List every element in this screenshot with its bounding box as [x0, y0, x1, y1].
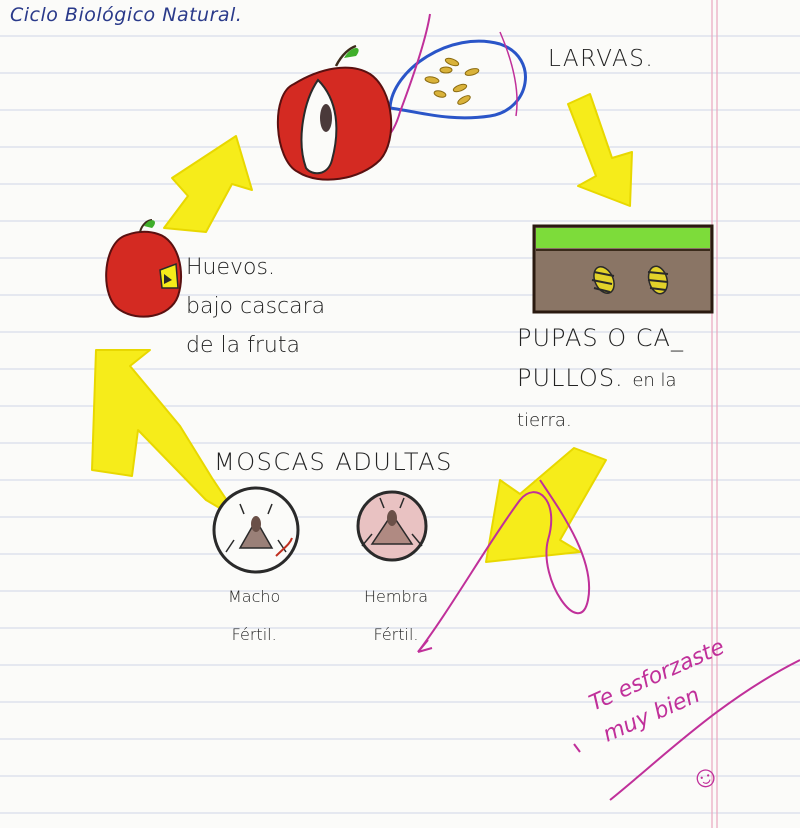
label-huevos-line1: Huevos.: [186, 255, 275, 280]
label-larvas: LARVAS.: [548, 46, 655, 72]
apple-egg-icon: [105, 219, 183, 318]
label-moscas-adultas: MOSCAS ADULTAS: [214, 448, 453, 476]
label-macho-line2: Fértil.: [231, 625, 277, 644]
fly-female-icon: [356, 490, 428, 562]
label-pupas-line1: PUPAS O CA_: [517, 324, 684, 352]
teacher-scribbles: [417, 479, 800, 801]
label-pupas-line2-tail: en la: [632, 370, 677, 391]
label-macho-line1: Macho: [228, 587, 281, 606]
label-hembra-line2: Fértil.: [373, 625, 419, 644]
arrow-huevos-to-fruta: [163, 135, 253, 233]
pupa-1: [591, 266, 615, 294]
diagram-title: Ciclo Biológico Natural.: [10, 4, 243, 26]
cycle-arrows: [91, 93, 633, 563]
margin-line: [711, 0, 718, 828]
larvae-bubble-icon: [387, 13, 527, 137]
label-pupas-line2: PULLOS. en la: [517, 358, 684, 401]
arrow-pupas-to-moscas: [485, 447, 607, 563]
label-pupas: PUPAS O CA_ PULLOS. en la tierra.: [517, 318, 684, 441]
label-pupas-line3: tierra.: [517, 410, 572, 431]
fly-male-icon: [212, 486, 300, 574]
label-pupas-line2-main: PULLOS.: [517, 364, 624, 392]
label-huevos-line2: bajo cascara: [186, 294, 326, 319]
pupa-2: [647, 265, 669, 295]
arrow-moscas-to-huevos: [91, 349, 241, 521]
label-hembra-line1: Hembra: [364, 587, 428, 606]
label-macho: Macho Fértil.: [228, 578, 280, 654]
label-huevos-line3: de la fruta: [186, 333, 300, 358]
label-huevos: Huevos. bajo cascara de la fruta: [186, 248, 325, 365]
label-hembra: Hembra Fértil.: [364, 578, 428, 654]
arrow-larvas-to-pupas: [567, 93, 633, 207]
soil-pupae-icon: [532, 224, 714, 314]
apple-cut-icon: [276, 44, 393, 181]
